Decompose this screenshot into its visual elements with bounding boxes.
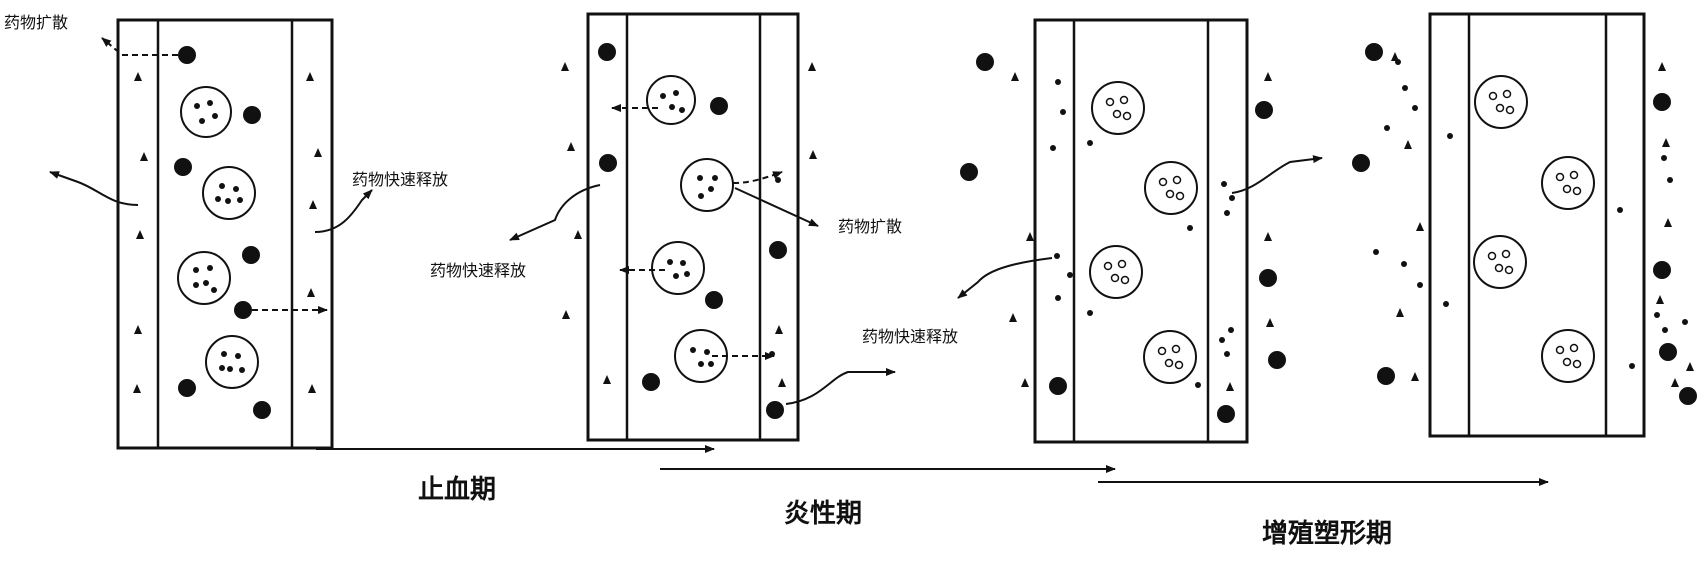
drug-particle [599,154,617,172]
stage-2-triangles [561,62,817,387]
drug-particle [1259,269,1277,287]
drug-particle [1659,343,1677,361]
drug-particle [178,46,196,64]
label-drug-diffusion: 药物扩散 [4,13,68,32]
microsphere [1143,330,1197,384]
release-arrow [957,257,1053,299]
drug-particle [710,97,728,115]
drug-particle [1377,367,1395,385]
microsphere [646,75,696,125]
stage-1-fiber [116,18,334,450]
microsphere [1091,81,1145,135]
stage-2-arrows [509,104,896,405]
drug-particle [1255,101,1273,119]
stage-2-microsphere-drug-dots [660,90,718,367]
microsphere [1473,235,1527,289]
drug-particle [769,241,787,259]
stage-1-triangles [133,72,322,393]
stage-1-arrows [49,37,373,314]
drug-particle [705,291,723,309]
stage-4-microsphere-empty-vesicles [1487,89,1582,369]
drug-particle [234,301,252,319]
drug-particle [1049,377,1067,395]
drug-particle [1268,351,1286,369]
drug-particle [243,106,261,124]
phase-timeline [316,445,1549,486]
release-arrow [1231,155,1323,194]
drug-particle [1653,93,1671,111]
phase-label-proliferation-remodeling: 增殖塑形期 [1262,518,1392,549]
microsphere [1474,75,1528,129]
microsphere [205,335,259,389]
drug-particle [242,246,260,264]
stage-3-triangles [1009,72,1274,391]
label-drug-rapid-release: 药物快速释放 [352,170,448,189]
microsphere [651,241,705,295]
release-arrow [314,189,373,233]
microsphere [1541,329,1595,383]
drug-particle [960,163,978,181]
drug-particle [174,158,192,176]
fiber-outline [1428,12,1646,438]
stage-3-small-dots [1050,79,1235,388]
stage-3-drug-particles [960,53,1286,423]
drug-particle [642,373,660,391]
stage-1-microspheres [177,86,259,389]
label-drug-rapid-release: 药物快速释放 [430,261,526,280]
stage-4-fiber [1428,12,1646,438]
pointer-arrow [734,187,819,227]
drug-particle [1365,43,1383,61]
label-drug-rapid-release: 药物快速释放 [862,327,958,346]
drug-particle [253,401,271,419]
drug-particle [1217,405,1235,423]
microsphere [1144,161,1198,215]
label-drug-diffusion: 药物扩散 [838,217,902,236]
stage-4-microspheres [1473,75,1595,383]
fiber-outline [586,12,800,442]
drug-particle [1679,387,1697,405]
drug-particle [598,43,616,61]
release-arrow [509,184,601,241]
stage-3-fiber [1033,18,1249,444]
stage-3-microsphere-empty-vesicles [1103,95,1185,370]
phase-label-inflammation: 炎性期 [784,499,862,529]
fiber-outline [116,18,334,450]
stage-1-microsphere-drug-dots [193,100,245,373]
microsphere [680,158,734,212]
stage-2-microspheres [646,75,734,383]
drug-particle [766,401,784,419]
microsphere [674,329,728,383]
drug-particle [178,379,196,397]
stage-4-small-dots [1373,59,1688,369]
drug-particle [976,53,994,71]
stage-2-drug-particles [598,43,787,419]
release-arrow [49,171,139,206]
diffusion-arrow [101,37,178,56]
fiber-outline [1033,18,1249,444]
stage-4-triangles [1391,52,1694,387]
microsphere [1541,156,1595,210]
release-arrow [785,368,896,405]
microsphere [1089,245,1143,299]
stage-4-drug-particles [1352,43,1697,405]
stage-2-fiber [586,12,800,442]
microsphere [202,166,256,220]
phase-label-hemostasis: 止血期 [418,475,496,505]
drug-particle [1352,154,1370,172]
drug-particle [1653,261,1671,279]
stage-3-microspheres [1089,81,1198,384]
stage-3-arrows [957,155,1323,299]
stage-1-drug-particles [174,46,271,419]
microsphere [177,251,231,305]
diffusion-arrow [732,171,783,184]
microsphere [180,86,232,138]
